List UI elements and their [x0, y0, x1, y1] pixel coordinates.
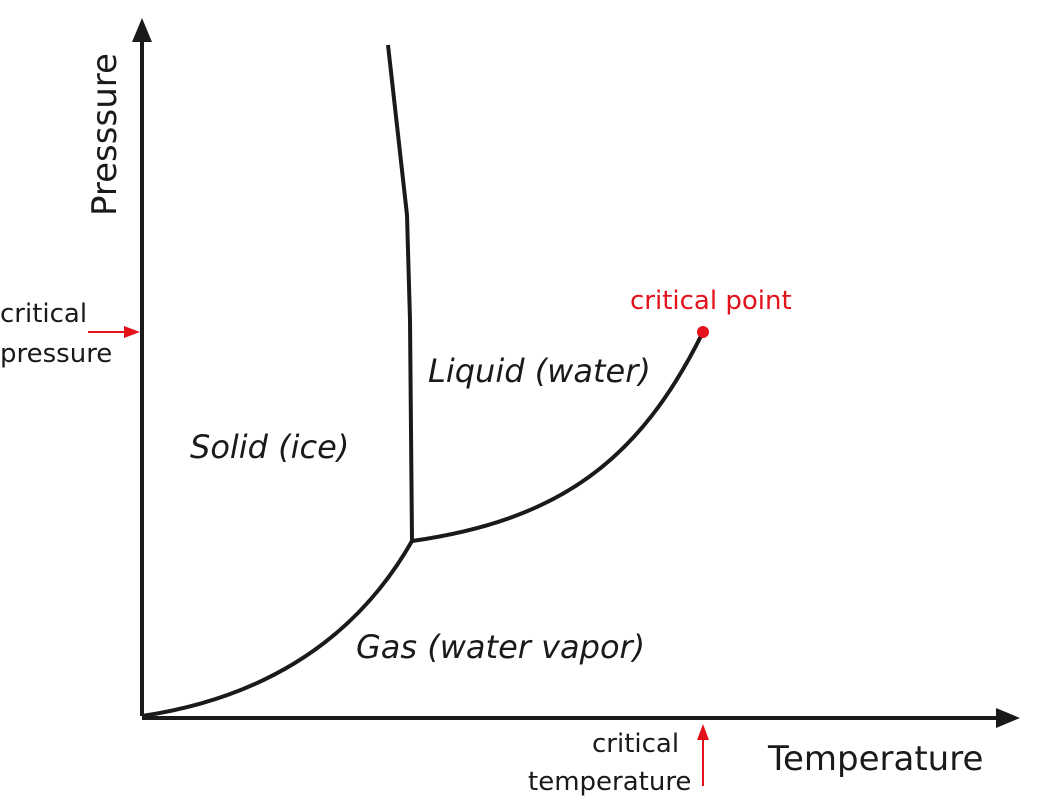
critical-point-marker	[697, 326, 709, 338]
critical-temperature-label-line1: critical	[592, 729, 679, 759]
y-axis-arrowhead	[132, 18, 152, 42]
x-axis-arrowhead	[996, 708, 1020, 728]
solid-liquid-boundary	[386, 44, 414, 542]
region-gas-label: Gas (water vapor)	[356, 628, 645, 666]
region-solid-label: Solid (ice)	[190, 428, 349, 466]
y-axis-label: Presssure	[85, 53, 125, 216]
critical-temperature-label-line2: temperature	[528, 767, 691, 797]
x-axis-label: Temperature	[767, 739, 983, 779]
liquid-gas-boundary	[411, 331, 705, 543]
critical-pressure-label-line2: pressure	[0, 339, 112, 369]
region-liquid-label: Liquid (water)	[428, 352, 651, 390]
critical-pressure-arrowhead	[124, 326, 140, 338]
solid-gas-boundary	[141, 540, 414, 718]
critical-temperature-arrowhead	[697, 724, 709, 740]
critical-point-label: critical point	[630, 286, 792, 316]
critical-pressure-label-line1: critical	[0, 299, 87, 329]
